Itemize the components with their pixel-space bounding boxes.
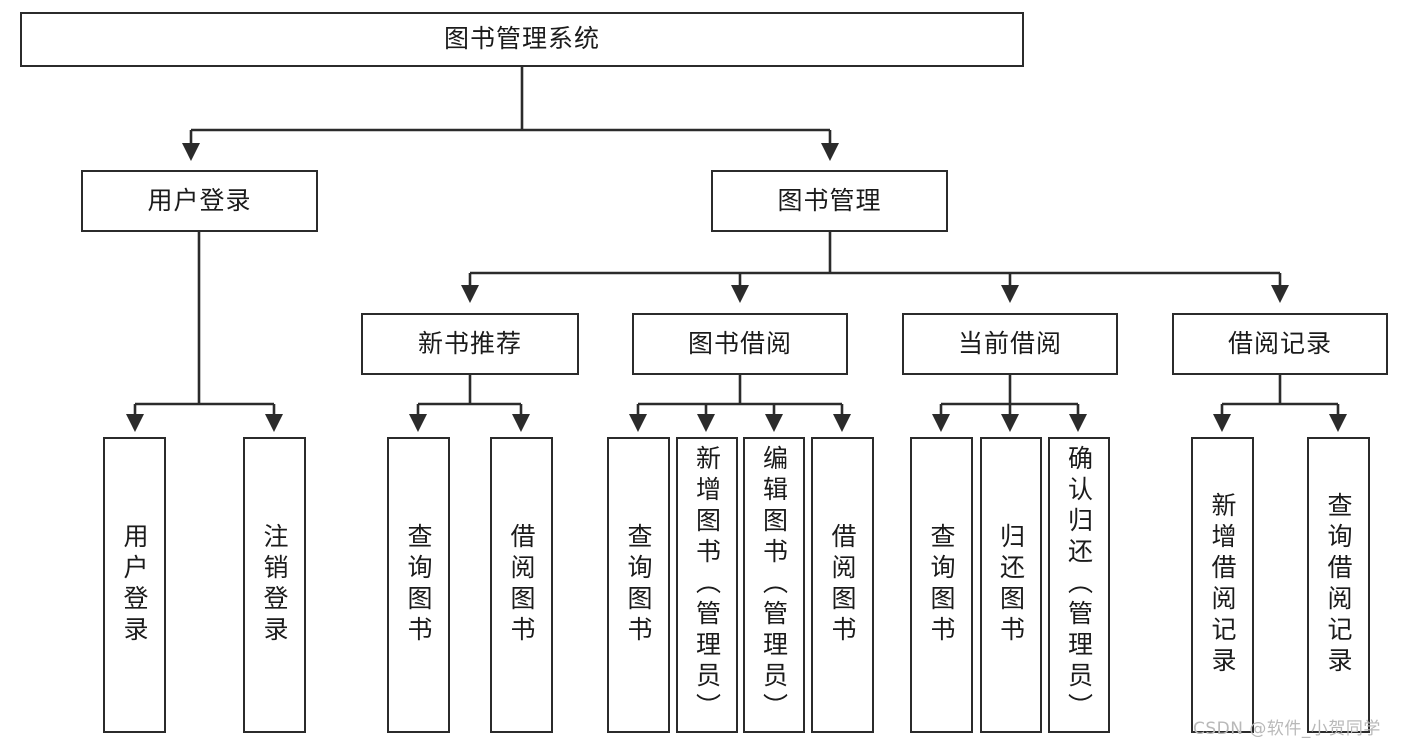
node-label: 查询借阅记录	[1324, 492, 1353, 678]
node-new-book-recommend[interactable]: 新书推荐	[361, 313, 579, 375]
node-label: 查询图书	[927, 523, 956, 647]
node-leaf-user-login[interactable]: 用户登录	[103, 437, 166, 733]
node-label: 借阅图书	[507, 523, 536, 647]
node-leaf-edit-book-admin[interactable]: 编辑图书（管理员）	[743, 437, 805, 733]
node-leaf-add-borrow-record[interactable]: 新增借阅记录	[1191, 437, 1254, 733]
node-label: 图书管理系统	[443, 24, 600, 54]
node-leaf-query-book-current[interactable]: 查询图书	[910, 437, 973, 733]
node-user-login[interactable]: 用户登录	[81, 170, 318, 232]
csdn-watermark: CSDN @软件_小贺同学	[1193, 719, 1381, 739]
node-leaf-borrow-book[interactable]: 借阅图书	[811, 437, 874, 733]
node-label: 当前借阅	[957, 328, 1062, 358]
node-label: 新增图书（管理员）	[692, 445, 722, 724]
node-label: 新书推荐	[417, 328, 522, 358]
node-label: 借阅记录	[1227, 328, 1332, 358]
node-label: 查询图书	[624, 523, 653, 647]
node-leaf-return-book[interactable]: 归还图书	[980, 437, 1042, 733]
node-label: 新增借阅记录	[1208, 492, 1237, 678]
node-leaf-user-logout[interactable]: 注销登录	[243, 437, 306, 733]
node-label: 归还图书	[996, 523, 1026, 647]
node-borrow-records[interactable]: 借阅记录	[1172, 313, 1388, 375]
node-root-system[interactable]: 图书管理系统	[20, 12, 1024, 67]
node-leaf-add-book-admin[interactable]: 新增图书（管理员）	[676, 437, 738, 733]
node-book-management[interactable]: 图书管理	[711, 170, 948, 232]
node-label: 注销登录	[260, 523, 289, 647]
node-leaf-confirm-return-admin[interactable]: 确认归还（管理员）	[1048, 437, 1110, 733]
node-label: 用户登录	[120, 523, 149, 647]
node-label: 用户登录	[147, 185, 252, 215]
node-leaf-query-borrow-record[interactable]: 查询借阅记录	[1307, 437, 1370, 733]
node-leaf-query-book-borrow[interactable]: 查询图书	[607, 437, 670, 733]
node-label: 编辑图书（管理员）	[759, 445, 789, 724]
node-book-borrow[interactable]: 图书借阅	[632, 313, 848, 375]
node-label: 借阅图书	[828, 523, 857, 647]
node-label: 图书借阅	[687, 328, 792, 358]
node-leaf-borrow-book-recommend[interactable]: 借阅图书	[490, 437, 553, 733]
node-label: 图书管理	[777, 185, 882, 215]
node-label: 查询图书	[404, 523, 433, 647]
node-leaf-query-book-recommend[interactable]: 查询图书	[387, 437, 450, 733]
node-label: 确认归还（管理员）	[1064, 445, 1094, 724]
node-current-borrow[interactable]: 当前借阅	[902, 313, 1118, 375]
